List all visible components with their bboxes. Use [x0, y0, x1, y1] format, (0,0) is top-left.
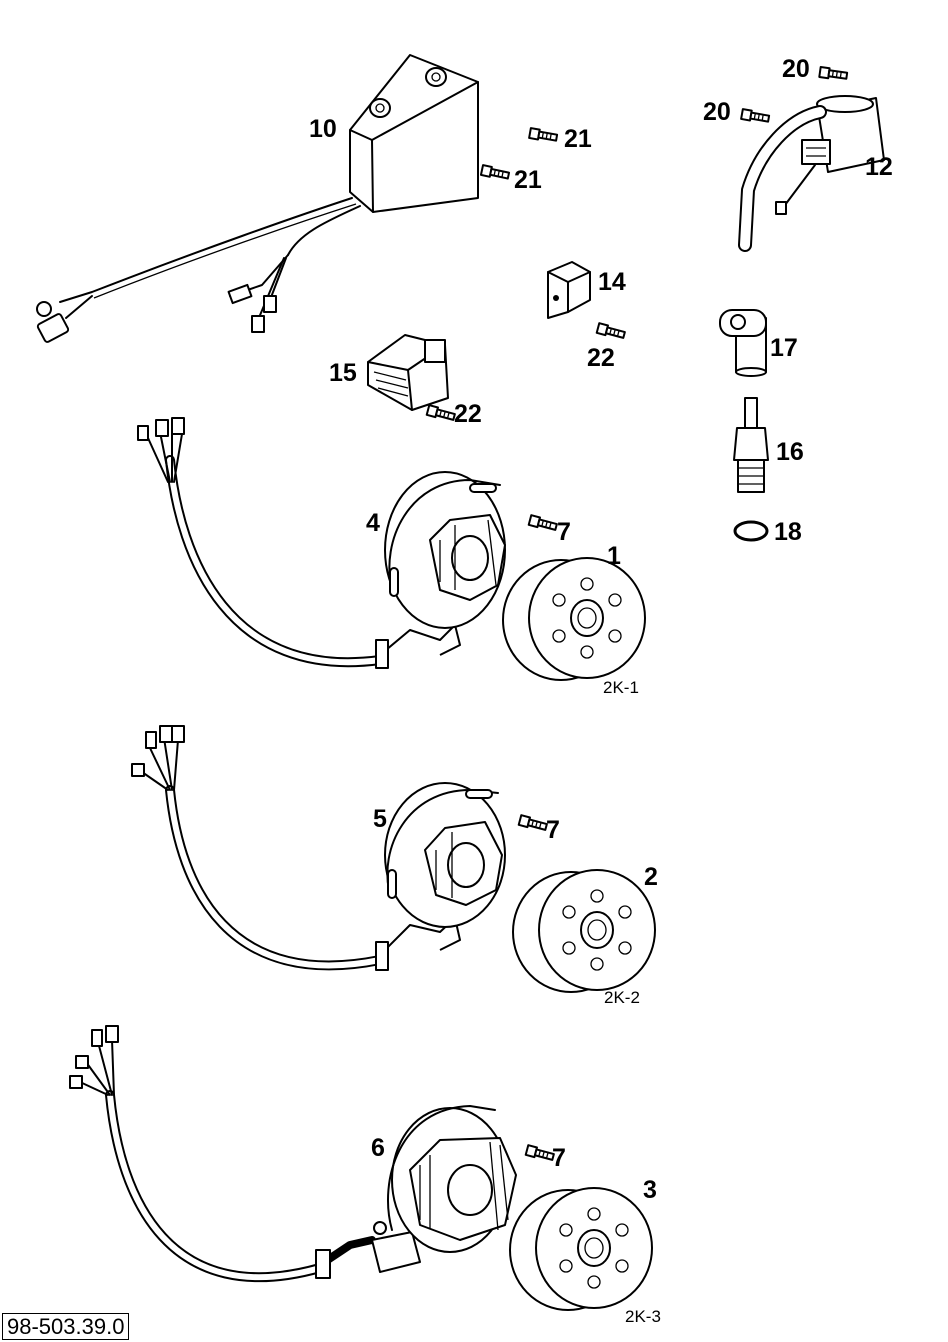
callout-7-c: 7	[552, 1144, 566, 1172]
callout-16: 16	[776, 438, 804, 466]
stator-2k3	[69, 1025, 517, 1283]
stator-2k1	[137, 417, 506, 669]
callout-21-lower: 21	[514, 166, 542, 194]
callout-5: 5	[373, 805, 387, 833]
callout-15: 15	[329, 359, 357, 387]
flywheel-rotor-1	[502, 557, 646, 681]
callout-22-upper: 22	[587, 344, 615, 372]
variant-label-2k3: 2K-3	[625, 1307, 661, 1326]
variant-label-2k2: 2K-2	[604, 988, 640, 1007]
callout-10: 10	[309, 115, 337, 143]
o-ring	[733, 520, 769, 542]
bolt-22-lower	[425, 404, 457, 423]
bolt-7-b	[517, 814, 549, 833]
spark-plug-cap	[719, 309, 767, 377]
ignition-coil	[738, 95, 885, 252]
callout-18: 18	[774, 518, 802, 546]
flywheel-rotor-3	[509, 1187, 653, 1311]
bolt-20-upper	[818, 66, 849, 82]
callout-22-lower: 22	[454, 400, 482, 428]
bolt-20-lower	[740, 108, 771, 125]
variant-label-2k1: 2K-1	[603, 678, 639, 697]
bracket	[547, 261, 591, 319]
stator-2k2	[131, 725, 506, 971]
bolt-22-upper	[595, 322, 627, 341]
callout-20-lower: 20	[703, 98, 731, 126]
callout-1: 1	[607, 542, 621, 570]
bolt-7-a	[527, 514, 559, 533]
callout-7-b: 7	[546, 816, 560, 844]
callout-2: 2	[644, 863, 658, 891]
callout-14: 14	[598, 268, 626, 296]
callout-12: 12	[865, 153, 893, 181]
callout-4: 4	[366, 509, 380, 537]
bolt-21-upper	[528, 127, 559, 144]
callout-3: 3	[643, 1176, 657, 1204]
drawing-number: 98-503.39.0	[2, 1313, 130, 1340]
flywheel-rotor-2	[512, 869, 656, 993]
spark-plug	[733, 397, 769, 493]
callout-20-upper: 20	[782, 55, 810, 83]
callout-6: 6	[371, 1134, 385, 1162]
cdi-unit	[36, 54, 479, 343]
callout-7-a: 7	[557, 518, 571, 546]
callout-21-upper: 21	[564, 125, 592, 153]
bolt-21-lower	[479, 164, 511, 182]
callout-17: 17	[770, 334, 798, 362]
voltage-regulator	[367, 334, 449, 411]
bolt-7-c	[524, 1144, 556, 1163]
